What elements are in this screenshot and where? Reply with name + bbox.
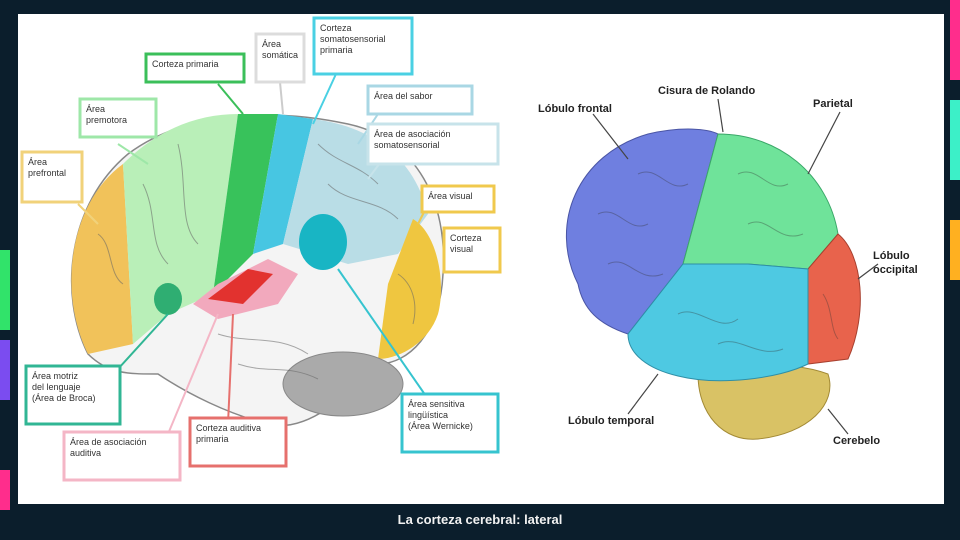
left-region-wernicke — [299, 214, 347, 270]
left-region-broca — [154, 283, 182, 315]
left-label-text-motora-0: Corteza primaria — [152, 59, 219, 69]
left-label-text-gusto-0: Área del sabor — [374, 91, 433, 101]
left-label-text-somato-0: Área — [262, 39, 281, 49]
accent-bar-right-pink — [950, 0, 960, 80]
right-gyri-lines — [597, 171, 839, 352]
left-label-text-sensorial-1: somatosensorial — [320, 34, 386, 44]
left-label-text-asociacion-0: Área de asociación — [374, 129, 451, 139]
slide-caption: La corteza cerebral: lateral — [397, 512, 563, 527]
left-region-cortauditiva — [208, 269, 273, 304]
right-label-temporal: Lóbulo temporal — [568, 415, 654, 427]
left-label-text-cortauditiva-1: primaria — [196, 434, 229, 444]
left-label-box-broca — [24, 364, 122, 426]
left-label-text-asociacion-1: somatosensorial — [374, 140, 440, 150]
left-label-text-broca-1: del lenguaje — [32, 382, 81, 392]
left-label-box-sensorial — [312, 16, 414, 76]
right-callout-lines — [592, 98, 879, 435]
right-label-rolando: Cisura de Rolando — [658, 85, 755, 97]
right-label-parietal: Parietal — [813, 98, 853, 110]
left-label-text-premotora-1: premotora — [86, 115, 127, 125]
left-label-text-cortauditiva-0: Corteza auditiva — [196, 423, 261, 433]
left-label-text-prefrontal-0: Área — [28, 157, 47, 167]
accent-bar-left-green — [0, 250, 10, 330]
left-label-text-sensorial-0: Corteza — [320, 23, 352, 33]
left-label-box-motora — [144, 52, 246, 84]
left-label-box-premotora — [78, 97, 158, 139]
left-label-text-wernicke-2: (Área Wernicke) — [408, 421, 473, 431]
accent-bar-right-teal — [950, 100, 960, 180]
left-cerebellum — [282, 351, 404, 417]
left-label-text-broca-2: (Área de Broca) — [32, 393, 96, 403]
left-label-text-premotora-0: Área — [86, 104, 105, 114]
left-callout-lines — [77, 73, 429, 435]
accent-bar-right-orange — [950, 220, 960, 280]
left-label-text-wernicke-1: lingüística — [408, 410, 448, 420]
left-label-text-prefrontal-1: prefrontal — [28, 168, 66, 178]
right-label-occipital-2: occipital — [873, 264, 918, 276]
right-region-occipital — [807, 233, 861, 365]
left-label-box-visual — [420, 184, 496, 214]
left-label-text-broca-0: Área motriz — [32, 371, 79, 381]
left-label-box-auditiva — [62, 430, 182, 482]
left-label-box-asociacion — [366, 122, 500, 166]
left-label-box-cortauditiva — [188, 416, 288, 468]
right-region-temporal — [627, 263, 809, 382]
left-label-text-cortvisual-0: Corteza — [450, 233, 482, 243]
left-region-motora — [213, 114, 278, 294]
right-label-frontal: Lóbulo frontal — [538, 103, 612, 115]
left-region-premotora — [123, 114, 238, 344]
left-label-text-visual-0: Área visual — [428, 191, 473, 201]
left-region-sensorial — [253, 114, 313, 254]
left-label-text-cortvisual-1: visual — [450, 244, 473, 254]
left-label-box-cortvisual — [442, 226, 502, 274]
left-label-text-somato-1: somática — [262, 50, 298, 60]
left-label-text-auditiva-0: Área de asociación — [70, 437, 147, 447]
right-region-frontal — [565, 128, 719, 335]
left-brain-diagram — [70, 114, 445, 427]
left-label-box-somato — [254, 32, 306, 84]
left-region-visual — [378, 219, 441, 359]
right-brain-diagram — [565, 128, 861, 440]
left-label-text-auditiva-1: auditiva — [70, 448, 101, 458]
left-label-box-wernicke — [400, 392, 500, 454]
accent-bar-left-blue — [0, 340, 10, 400]
accent-bar-left-pink — [0, 470, 10, 510]
right-label-occipital-1: Lóbulo — [873, 250, 910, 262]
right-label-cerebelo: Cerebelo — [833, 435, 880, 447]
left-gyri-lines — [97, 143, 416, 380]
left-label-text-wernicke-0: Área sensitiva — [408, 399, 465, 409]
left-label-box-gusto — [366, 84, 474, 116]
left-label-text-sensorial-2: primaria — [320, 45, 353, 55]
left-label-box-prefrontal — [20, 150, 84, 204]
